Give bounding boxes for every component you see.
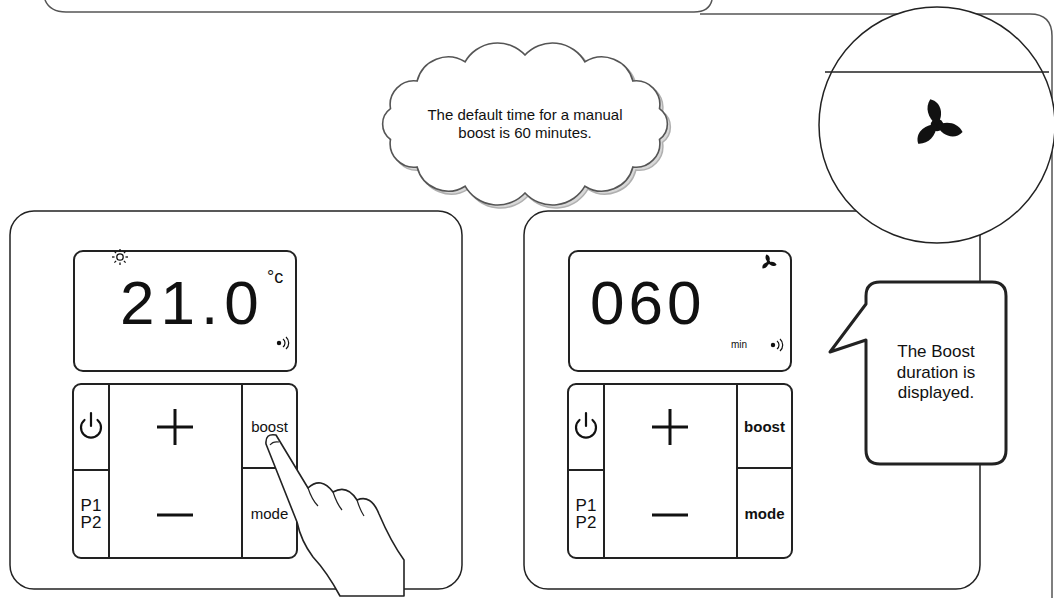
button-grid-frame bbox=[568, 384, 792, 558]
signal-wave bbox=[283, 339, 285, 347]
boost-button: boost bbox=[242, 384, 297, 468]
sun-symbol bbox=[117, 254, 123, 260]
fan-symbol bbox=[761, 254, 777, 269]
zoom-divider bbox=[825, 71, 1049, 73]
thought-cloud: The default time for a manual boost is 6… bbox=[372, 40, 678, 208]
grid-line bbox=[737, 467, 792, 469]
display-value: 060 bbox=[590, 272, 705, 334]
signal-wave bbox=[780, 339, 783, 351]
signal-dot bbox=[771, 343, 774, 346]
node-text: mode bbox=[744, 506, 784, 521]
grid-line bbox=[736, 384, 738, 558]
node-text: P1 P2 bbox=[79, 497, 103, 531]
grid-line bbox=[241, 384, 243, 558]
signal-wave bbox=[286, 337, 289, 349]
plus-symbol bbox=[174, 409, 177, 445]
program-button: P1 P2 bbox=[568, 470, 604, 558]
minus-symbol bbox=[157, 514, 193, 517]
node-text: The default time for a manual boost is 6… bbox=[425, 106, 625, 142]
sun-symbol bbox=[112, 249, 128, 265]
thermostat-panel bbox=[10, 211, 462, 589]
upper-frame bbox=[45, 0, 712, 12]
program-button: P1 P2 bbox=[73, 470, 109, 558]
signal-wave bbox=[777, 341, 779, 349]
grid-line bbox=[73, 469, 109, 471]
pointing-hand bbox=[266, 435, 404, 596]
sun-ray bbox=[119, 263, 120, 266]
sun-ray bbox=[124, 261, 126, 263]
button-grid bbox=[73, 384, 792, 558]
node-text: boost bbox=[251, 419, 288, 434]
sun-ray bbox=[126, 256, 129, 257]
power-symbol bbox=[90, 413, 92, 426]
lcd-display: 21.0°c bbox=[73, 250, 297, 372]
node-text: P1 P2 bbox=[574, 497, 598, 531]
sun-ray bbox=[114, 261, 116, 263]
knuckle-line bbox=[308, 488, 364, 516]
lcd-display: 060 min bbox=[568, 250, 792, 372]
sun-ray bbox=[119, 249, 120, 252]
sun-ray bbox=[112, 256, 115, 257]
signal-symbol bbox=[277, 337, 782, 351]
mode-button: mode bbox=[737, 468, 792, 558]
display-unit: min bbox=[731, 340, 747, 350]
display-value: 21.0 bbox=[120, 272, 265, 334]
callout-outline bbox=[830, 282, 1006, 464]
sun-ray bbox=[124, 251, 126, 253]
minus-symbol bbox=[652, 514, 688, 517]
node-text: The Boost duration is displayed. bbox=[880, 342, 992, 403]
mode-button: mode bbox=[242, 468, 297, 558]
plus-symbol bbox=[669, 409, 672, 445]
button-grid-frame bbox=[73, 384, 297, 558]
grid-line bbox=[568, 469, 604, 471]
signal-dot bbox=[277, 341, 280, 344]
boost-button: boost bbox=[737, 384, 792, 468]
fingernail bbox=[270, 442, 279, 445]
display-unit: °c bbox=[267, 268, 283, 286]
fan-symbol bbox=[913, 99, 964, 146]
sun-ray bbox=[114, 251, 116, 253]
node-text: mode bbox=[251, 506, 289, 521]
zoom-circle bbox=[819, 7, 1054, 243]
node-text: boost bbox=[744, 419, 785, 434]
power-symbol bbox=[585, 413, 587, 426]
cloud-outline bbox=[383, 43, 668, 205]
display-icons bbox=[112, 249, 783, 351]
grid-line bbox=[242, 467, 297, 469]
pointing-hand bbox=[266, 435, 404, 596]
speech-callout: The Boost duration is displayed. bbox=[866, 282, 1006, 464]
